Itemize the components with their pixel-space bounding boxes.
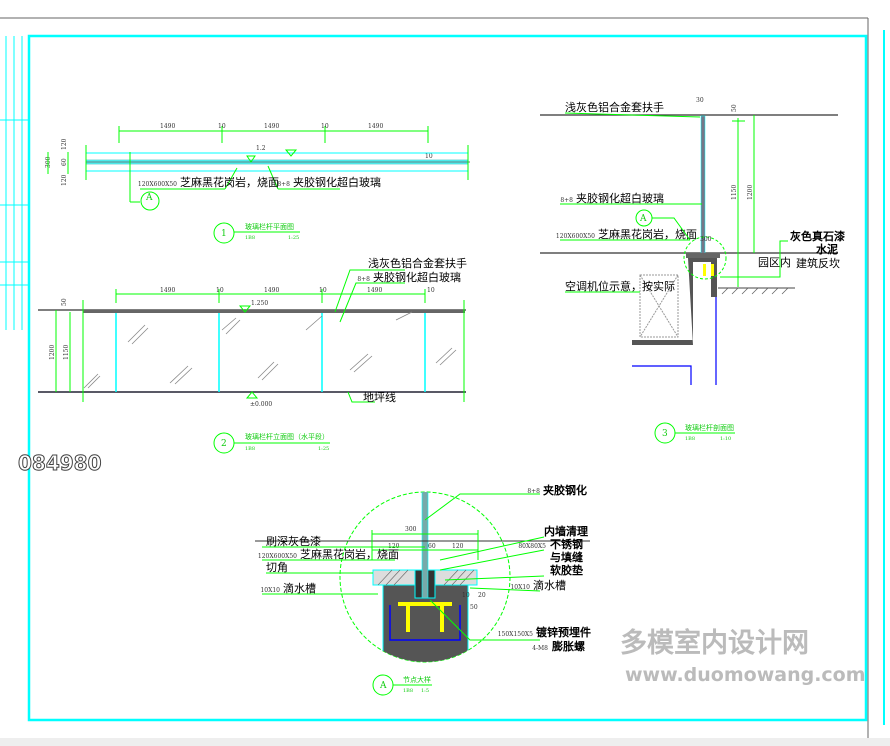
dim: 1150 bbox=[731, 185, 738, 200]
view-number: 3 bbox=[662, 429, 668, 439]
glass-label: 夹胶钢化 bbox=[543, 483, 587, 497]
chamfer-label: 切角 bbox=[266, 561, 288, 574]
scale-label: 1B8 bbox=[245, 235, 255, 241]
scale-label: 1B8 bbox=[685, 436, 695, 442]
scale: 1:25 bbox=[288, 235, 299, 241]
handrail-label: 浅灰色铝合金套扶手 bbox=[368, 256, 467, 270]
steel-code: 80X80X5 bbox=[518, 543, 546, 550]
view-title: 节点大样 bbox=[403, 675, 431, 684]
bolt-label: 膨胀螺 bbox=[551, 639, 585, 653]
view-title: 玻璃栏杆立面图（水平段） bbox=[245, 432, 329, 441]
dim: 10 bbox=[319, 287, 327, 294]
scale: 1:5 bbox=[421, 688, 429, 694]
bolt-code: 4-M8 bbox=[532, 645, 548, 652]
section-marker-label: A bbox=[639, 214, 647, 224]
scale: 1:10 bbox=[720, 436, 731, 442]
dim: 30 bbox=[696, 97, 704, 104]
ground-label: 地坪线 bbox=[363, 390, 396, 404]
dim: 10 bbox=[218, 123, 226, 130]
handrail-label: 浅灰色铝合金套扶手 bbox=[565, 100, 664, 114]
glass-label: 夹胶钢化超白玻璃 bbox=[576, 191, 664, 205]
dim: 300 bbox=[700, 236, 712, 243]
watermark: 多模室内设计网 www.duomowang.com bbox=[620, 627, 866, 686]
ac-label: 空调机位示意，按实际 bbox=[565, 279, 675, 293]
dim: 1200 bbox=[747, 185, 754, 200]
glass-code: 8+8 bbox=[357, 276, 370, 283]
elevation-mark: ±0.000 bbox=[250, 401, 272, 408]
soft-label: 软胶垫 bbox=[550, 563, 583, 577]
dim: 10 bbox=[321, 123, 329, 130]
dim: 50 bbox=[731, 104, 738, 112]
elevation-view[interactable]: 1490 10 1490 10 1490 10 1200 1150 50 1.2… bbox=[38, 256, 467, 454]
fill-label: 与填缝 bbox=[550, 550, 583, 564]
dim: 20 bbox=[478, 592, 486, 599]
watermark-name: 多模室内设计网 bbox=[620, 627, 809, 659]
dim: 1490 bbox=[160, 123, 175, 130]
elevation-mark: 1.250 bbox=[251, 300, 268, 307]
dim: 1200 bbox=[49, 345, 56, 360]
dim: 1490 bbox=[264, 287, 279, 294]
granite-label: 芝麻黑花岗岩，烧面 bbox=[180, 175, 279, 189]
dim: 10 bbox=[427, 287, 435, 294]
view-number: 2 bbox=[221, 439, 227, 449]
paint-label: 灰色真石漆 bbox=[790, 229, 845, 243]
dim: 1150 bbox=[63, 345, 70, 360]
dim: 1490 bbox=[367, 287, 382, 294]
dim: 60 bbox=[61, 158, 68, 166]
granite-code: 120X600X50 bbox=[138, 181, 177, 188]
granite-code: 120X600X50 bbox=[258, 553, 297, 560]
view-title: 玻璃栏杆平面图 bbox=[245, 222, 294, 231]
inside-label: 园区内 bbox=[758, 255, 791, 269]
dim: 10 bbox=[462, 592, 470, 599]
dim: 50 bbox=[61, 298, 68, 306]
curb-label: 建筑反坎 bbox=[796, 256, 840, 270]
view-number: 1 bbox=[221, 229, 227, 239]
cement-label: 水泥 bbox=[816, 242, 838, 256]
elevation-mark: 1.2 bbox=[256, 145, 266, 152]
scale-label: 1B8 bbox=[245, 446, 255, 452]
granite-label: 芝麻黑花岗岩，烧面 bbox=[300, 547, 399, 561]
drawing-code: 084980 bbox=[18, 451, 102, 475]
glass-label: 夹胶钢化超白玻璃 bbox=[373, 270, 461, 284]
scale: 1:25 bbox=[318, 446, 329, 452]
view-number: A bbox=[379, 681, 387, 691]
watermark-url: www.duomowang.com bbox=[625, 664, 866, 686]
drip-code: 10X10 bbox=[260, 587, 280, 594]
dim: 120 bbox=[452, 543, 464, 550]
drip-code: 10X10 bbox=[510, 584, 530, 591]
embed-label: 镀锌预埋件 bbox=[536, 625, 591, 639]
drawing-frame bbox=[0, 17, 890, 746]
granite-code: 120X600X50 bbox=[556, 233, 595, 240]
detail-view[interactable]: 300 120 60 120 10 20 50 刷深灰色漆 120X600X50… bbox=[255, 483, 591, 696]
view-title: 玻璃栏杆剖面图 bbox=[685, 423, 734, 432]
section-view[interactable]: 1150 1200 50 30 300 浅灰色铝合金套扶手 8+8 夹胶钢化超白… bbox=[540, 97, 845, 444]
section-marker[interactable] bbox=[140, 191, 160, 211]
glass-code: 8+8 bbox=[277, 181, 290, 188]
embed-code: 150X150X5 bbox=[498, 631, 533, 638]
drip-label: 滴水槽 bbox=[283, 581, 316, 595]
title-block bbox=[0, 36, 28, 330]
plan-view[interactable]: 1490 10 1490 10 1490 10 300 120 60 120 1… bbox=[45, 123, 470, 244]
dim: 1490 bbox=[368, 123, 383, 130]
dim: 120 bbox=[61, 138, 68, 150]
paint-label: 刷深灰色漆 bbox=[266, 534, 321, 548]
dim: 60 bbox=[428, 543, 436, 550]
steel-label: 不锈钢 bbox=[550, 537, 583, 551]
drip-label: 滴水槽 bbox=[533, 578, 566, 592]
section-marker-label: A bbox=[145, 193, 153, 203]
glass-label: 夹胶钢化超白玻璃 bbox=[293, 175, 381, 189]
dim: 300 bbox=[405, 526, 417, 533]
dim: 10 bbox=[425, 153, 433, 160]
dim: 120 bbox=[61, 174, 68, 186]
scale-label: 1B8 bbox=[403, 688, 413, 694]
granite-label: 芝麻黑花岗岩，烧面 bbox=[598, 227, 697, 241]
dim: 50 bbox=[470, 604, 478, 611]
glass-code: 8+8 bbox=[560, 197, 573, 204]
dim: 10 bbox=[216, 287, 224, 294]
wall-label: 内墙清理 bbox=[544, 524, 588, 538]
dim: 1490 bbox=[264, 123, 279, 130]
glass-code: 8+8 bbox=[527, 488, 540, 495]
dim: 1490 bbox=[160, 287, 175, 294]
